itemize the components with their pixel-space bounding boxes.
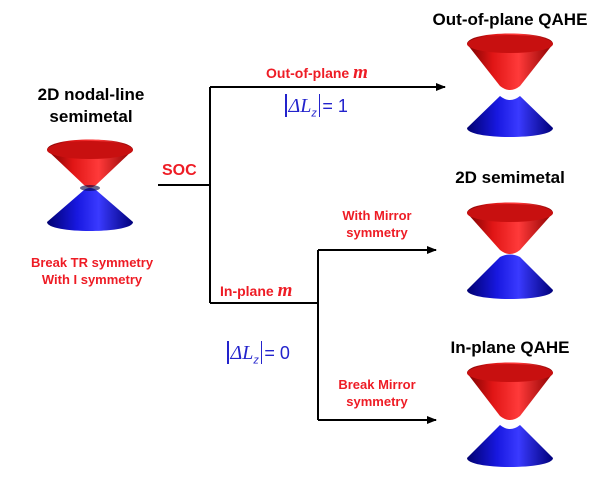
source-note: Break TR symmetry With I symmetry	[30, 255, 154, 287]
2d-semimetal-title: 2D semimetal	[455, 168, 565, 187]
delta-lz-one-label: ΔLz= 1	[283, 94, 348, 120]
in-plane-qahe-title: In-plane QAHE	[450, 338, 570, 357]
source-title: 2D nodal-line semimetal	[37, 85, 145, 126]
out-of-plane-m-label: Out-of-plane m	[266, 62, 368, 83]
with-mirror-symmetry-label: With Mirror symmetry	[342, 208, 412, 240]
delta-lz-zero-label: ΔLz= 0	[225, 341, 290, 367]
out-of-plane-qahe-title: Out-of-plane QAHE	[432, 10, 588, 29]
2d-semimetal-cone-icon	[467, 202, 553, 299]
soc-label: SOC	[162, 162, 197, 179]
out-of-plane-qahe-cone-icon	[467, 33, 553, 137]
in-plane-qahe-cone-icon	[467, 362, 553, 467]
branch-lines	[158, 83, 446, 424]
nodal-line-cone-icon	[47, 139, 133, 231]
in-plane-m-label: In-plane m	[220, 280, 293, 301]
break-mirror-symmetry-label: Break Mirror symmetry	[338, 377, 416, 409]
